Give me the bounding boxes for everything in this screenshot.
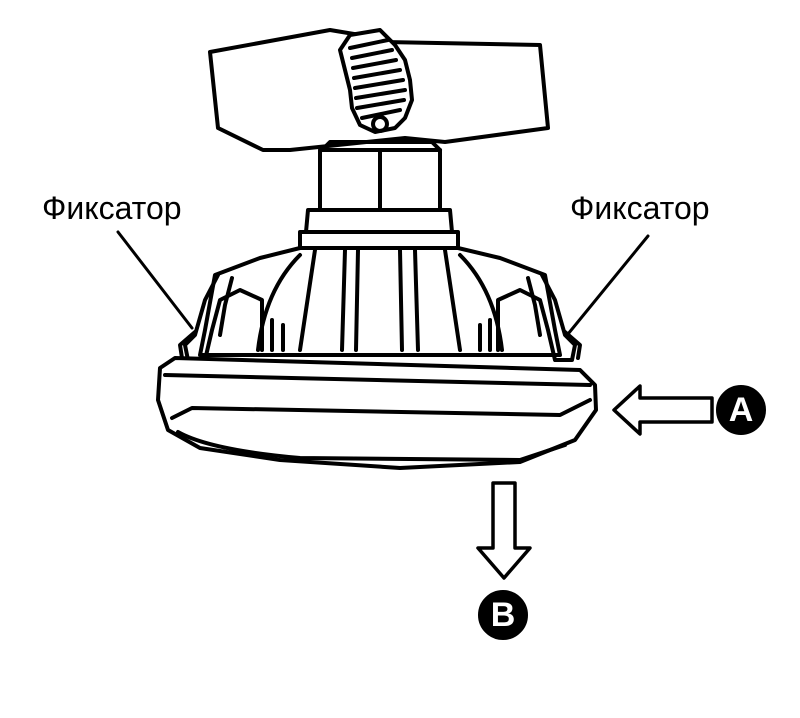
- marker-b: B: [478, 590, 528, 640]
- right-clip: [496, 273, 577, 362]
- label-latch-left: Фиксатор: [42, 190, 182, 226]
- leader-line-left: [116, 230, 194, 330]
- label-latch-right: Фиксатор: [570, 190, 710, 226]
- leader-line-right: [566, 234, 650, 336]
- arrow-a: [612, 384, 714, 436]
- socket-collar: [304, 208, 454, 234]
- lamp-body: [198, 246, 562, 357]
- marker-a-text: A: [728, 390, 754, 429]
- marker-b-text: B: [490, 595, 516, 634]
- marker-a: A: [716, 385, 766, 435]
- wire-spring: [338, 28, 414, 134]
- arrow-b: [476, 481, 532, 580]
